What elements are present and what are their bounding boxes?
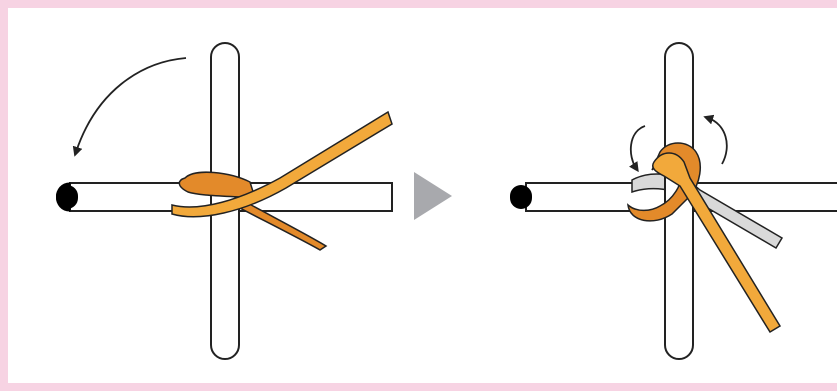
lashing-strand-front-1 xyxy=(171,110,393,218)
next-step-arrow-icon xyxy=(414,172,452,220)
step-1-illustration xyxy=(56,42,393,360)
motion-arrow-1 xyxy=(72,57,187,157)
lashing-strand-front-2 xyxy=(652,152,782,334)
rotation-arrow-right-icon xyxy=(703,114,728,165)
lashing-strand-grey-2 xyxy=(631,173,784,250)
lashing-loop-1 xyxy=(178,171,257,199)
pole-end-cap-1 xyxy=(56,185,78,209)
pole-end-cap-2 xyxy=(510,185,532,209)
step-2-illustration xyxy=(510,42,837,360)
rotation-arrow-left-icon xyxy=(629,125,646,173)
